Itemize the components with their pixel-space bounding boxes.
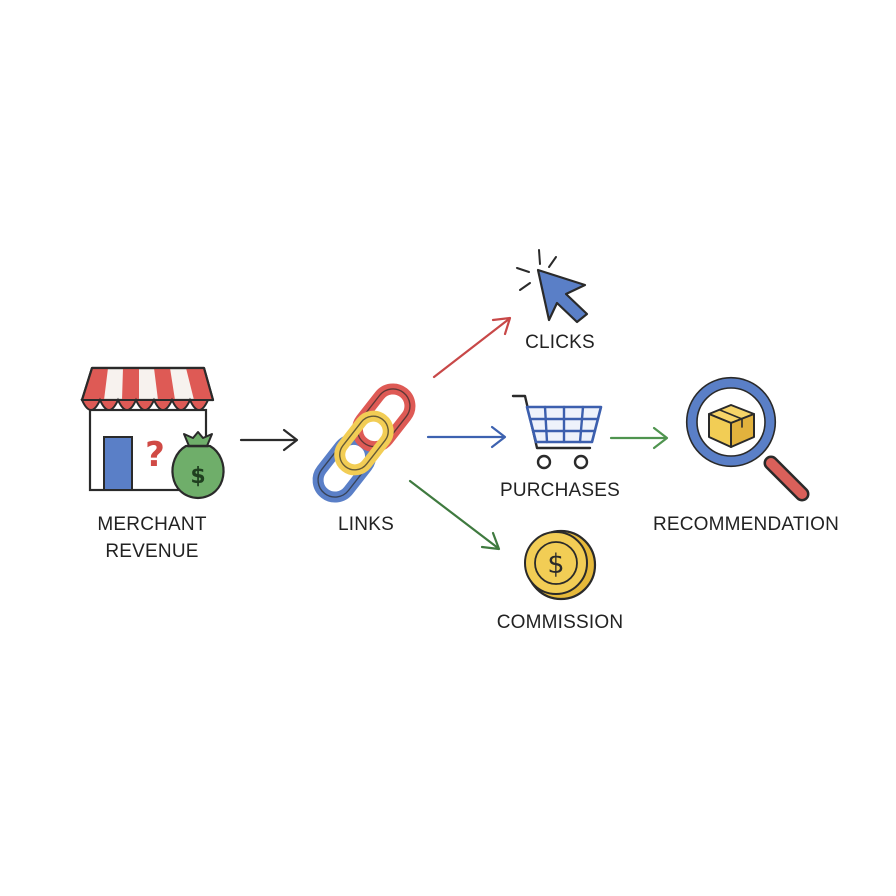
svg-text:$: $ xyxy=(190,464,205,489)
merchant-label-line-1: MERCHANT xyxy=(97,514,207,535)
svg-text:$: $ xyxy=(547,549,564,580)
merchant-revenue-label: MERCHANT REVENUE xyxy=(97,511,206,565)
shopping-cart-icon xyxy=(511,394,603,470)
svg-text:?: ? xyxy=(145,435,165,475)
chain-link-icon xyxy=(312,383,416,503)
money-bag-icon: $ xyxy=(171,431,225,500)
recommendation-label: RECOMMENDATION xyxy=(652,514,840,535)
merchant-label-line-2: REVENUE xyxy=(105,541,199,562)
cursor-click-icon xyxy=(516,249,589,324)
arrow-merchant-to-links xyxy=(239,428,299,452)
links-label: LINKS xyxy=(338,514,394,535)
storefront-icon xyxy=(80,366,215,492)
arrow-links-to-commission xyxy=(408,479,501,551)
arrow-links-to-clicks xyxy=(432,316,512,379)
clicks-label: CLICKS xyxy=(525,332,595,353)
purchases-label: PURCHASES xyxy=(499,480,621,501)
question-mark-icon: ? xyxy=(145,435,165,475)
commission-label: COMMISSION xyxy=(496,612,624,633)
magnifier-box-icon xyxy=(685,376,810,502)
arrow-links-to-purchases xyxy=(426,425,507,449)
arrow-purchases-to-recommendation xyxy=(609,426,669,450)
coin-icon: $ xyxy=(524,529,597,601)
